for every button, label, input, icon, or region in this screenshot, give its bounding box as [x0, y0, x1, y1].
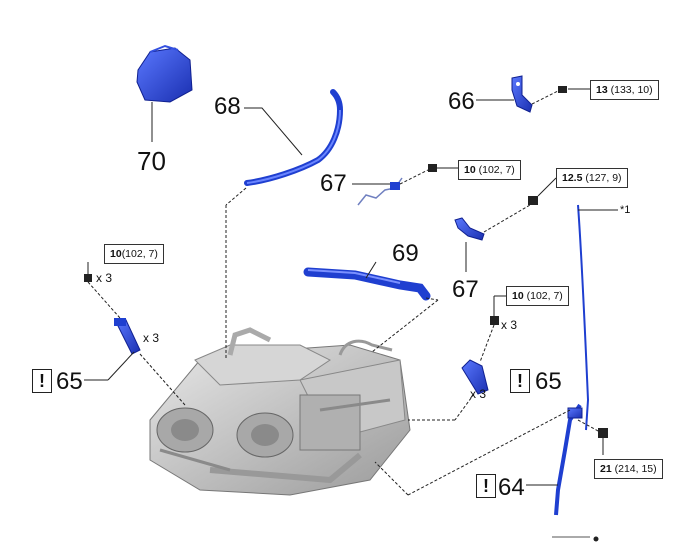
part-number-70: 70 — [137, 146, 166, 176]
bracket-67b — [454, 217, 485, 241]
quantity-label: x 3 — [470, 387, 487, 401]
torque-spec-67b: 12.5 (127, 9) — [556, 168, 628, 188]
part-number-64: 64 — [498, 474, 525, 501]
engine-cover-part — [136, 44, 193, 103]
warning-icon: ! — [476, 474, 496, 498]
part-number-67a: 67 — [320, 170, 347, 197]
part-number-68: 68 — [214, 93, 241, 120]
quantity-label: x 3 — [96, 271, 113, 285]
ignition-coil-65a — [114, 318, 141, 355]
part-number-65a: 65 — [56, 368, 83, 395]
bolt-65b — [490, 316, 499, 325]
torque-spec-67a: 10 (102, 7) — [458, 160, 521, 180]
bolt-66 — [558, 86, 567, 93]
quantity-label: x 3 — [501, 318, 518, 332]
bracket-67a — [357, 177, 403, 206]
ignition-coil-65b — [461, 359, 489, 395]
part-number-66: 66 — [448, 88, 475, 115]
reference-note: *1 — [620, 204, 631, 216]
tube-69 — [303, 267, 431, 301]
warning-icon: ! — [510, 369, 530, 393]
bolt-67a — [428, 164, 437, 172]
torque-spec-65b: 10 (102, 7) — [506, 286, 569, 306]
torque-spec-66: 13 (133, 10) — [590, 80, 659, 100]
warning-icon: ! — [32, 369, 52, 393]
hose-68 — [244, 89, 344, 186]
torque-spec-64: 21 (214, 15) — [594, 459, 663, 479]
bolt-64 — [598, 428, 608, 438]
quantity-label: x 3 — [143, 331, 160, 345]
bracket-66 — [511, 75, 533, 113]
bolt-67b — [528, 196, 538, 205]
part-number-67b: 67 — [452, 276, 479, 303]
torque-spec-65a: 10(102, 7) — [104, 244, 164, 264]
engine-assembly — [149, 327, 411, 496]
part-number-65b: 65 — [535, 368, 562, 395]
part-number-69: 69 — [392, 240, 419, 267]
dipstick-64 — [554, 204, 590, 516]
bolt-65a — [84, 274, 92, 282]
